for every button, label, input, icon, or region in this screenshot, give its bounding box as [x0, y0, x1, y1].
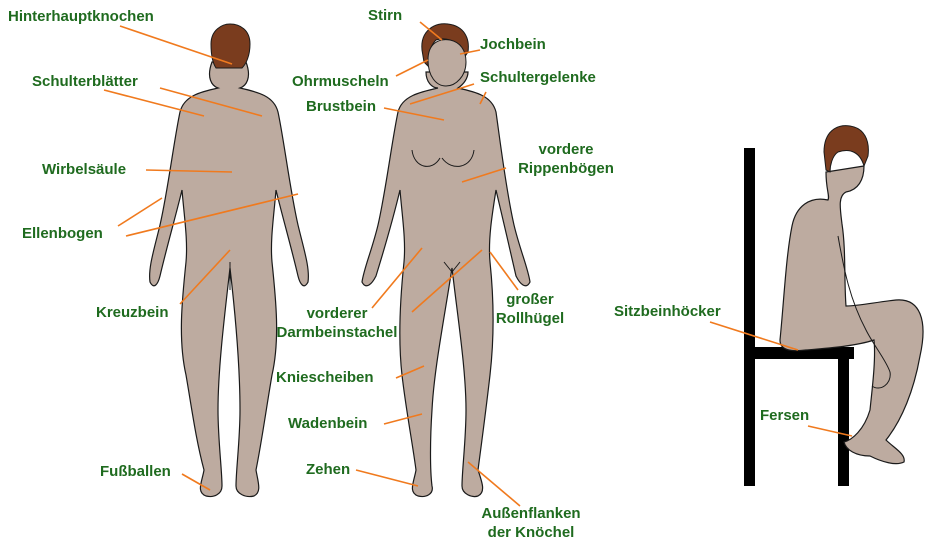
- label-ohrmuscheln: Ohrmuscheln: [292, 72, 389, 91]
- back-figure-body: [150, 62, 309, 497]
- label-darmbeinstachel-line1: vorderer: [262, 304, 412, 323]
- leader-line-ellenbogen-l: [118, 198, 162, 226]
- label-fussballen: Fußballen: [100, 462, 171, 481]
- label-rippenboegen-line2: Rippenbögen: [506, 159, 626, 178]
- label-ellenbogen: Ellenbogen: [22, 224, 103, 243]
- label-jochbein: Jochbein: [480, 35, 546, 54]
- label-darmbeinstachel: vorderer Darmbeinstachel: [262, 304, 412, 342]
- label-rollhuegel-line1: großer: [480, 290, 580, 309]
- label-kreuzbein: Kreuzbein: [96, 303, 169, 322]
- label-schulterblaetter: Schulterblätter: [32, 72, 138, 91]
- label-zehen: Zehen: [306, 460, 350, 479]
- label-fersen: Fersen: [760, 406, 809, 425]
- label-knoechel-line2: der Knöchel: [466, 523, 596, 542]
- label-stirn: Stirn: [368, 6, 402, 25]
- label-knoechel: Außenflanken der Knöchel: [466, 504, 596, 542]
- chair-back-post: [744, 148, 755, 486]
- figure-front-view: [362, 24, 530, 497]
- label-wadenbein: Wadenbein: [288, 414, 367, 433]
- figure-back-view: [150, 24, 309, 497]
- label-rippenboegen-line1: vordere: [506, 140, 626, 159]
- leader-line-ohrmuscheln: [396, 60, 428, 76]
- label-darmbeinstachel-line2: Darmbeinstachel: [262, 323, 412, 342]
- label-brustbein: Brustbein: [306, 97, 376, 116]
- label-knoechel-line1: Außenflanken: [466, 504, 596, 523]
- label-rippenboegen: vordere Rippenbögen: [506, 140, 626, 178]
- label-rollhuegel-line2: Rollhügel: [480, 309, 580, 328]
- label-schultergelenke: Schultergelenke: [480, 68, 596, 87]
- front-figure-body: [362, 72, 530, 497]
- label-rollhuegel: großer Rollhügel: [480, 290, 580, 328]
- back-figure-hair: [211, 24, 250, 68]
- chair-front-leg: [838, 347, 849, 486]
- label-sitzbeinhoecker: Sitzbeinhöcker: [614, 302, 721, 321]
- seated-figure-hair: [824, 126, 868, 172]
- front-figure-face: [428, 40, 466, 86]
- label-wirbelsaeule: Wirbelsäule: [42, 160, 126, 179]
- label-kniescheiben: Kniescheiben: [276, 368, 374, 387]
- leader-line-zehen: [356, 470, 418, 486]
- label-hinterhauptknochen: Hinterhauptknochen: [8, 7, 154, 26]
